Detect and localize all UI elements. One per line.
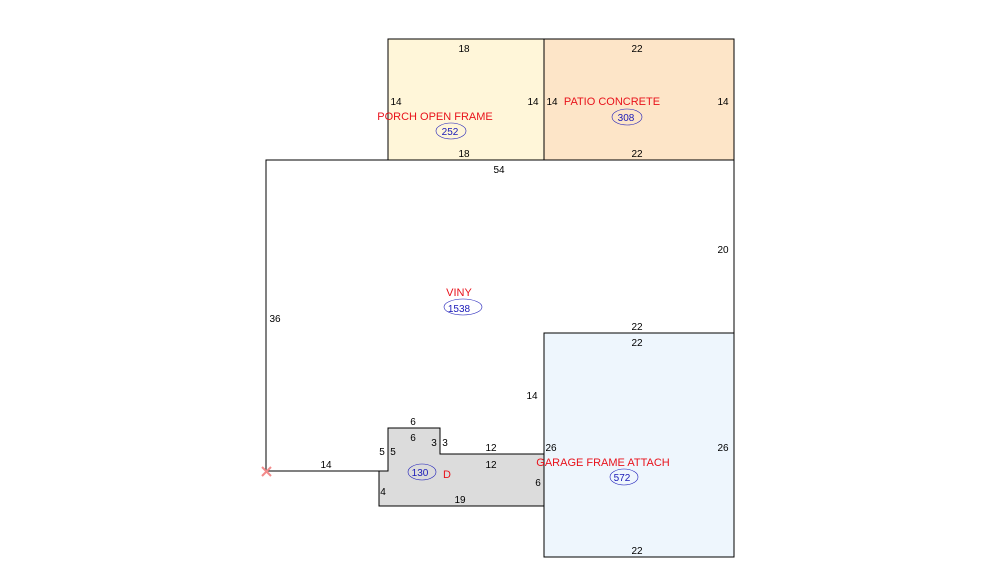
main-area-outline [265,159,388,472]
garage-bottom-dim: 22 [631,546,643,557]
d-top-inner-dim: 6 [410,433,416,444]
d-left-outer-dim: 5 [379,447,385,458]
d-upper-outer-dim: 12 [485,443,497,454]
main-left-dim: 36 [269,314,281,325]
d-left-inner-dim: 5 [390,447,396,458]
main-top-dim: 54 [493,165,505,176]
porch-right-dim: 14 [527,97,539,108]
d-left-lower-dim: 4 [380,487,386,498]
main-value: 1538 [448,304,471,315]
garage-left-upper-dim: 14 [526,391,538,402]
main-right-dim: 20 [717,245,729,256]
garage-area[interactable] [543,332,735,558]
garage-left-dim: 26 [545,443,557,454]
patio-value-oval [611,108,643,126]
garage-top-inner-dim: 22 [631,338,643,349]
start-point-marker [261,466,272,477]
garage-right-dim: 26 [717,443,729,454]
d-right-dim: 6 [535,478,541,489]
garage-top-outer-dim: 22 [631,322,643,333]
porch-value: 252 [442,127,459,138]
porch-top-dim: 18 [458,44,470,55]
patio-label[interactable]: PATIO CONCRETE [564,96,660,108]
patio-value: 308 [618,113,635,124]
porch-area[interactable] [387,38,545,161]
d-value: 130 [412,468,429,479]
garage-value-oval [609,468,639,486]
d-upper-inner-dim: 12 [485,460,497,471]
garage-value: 572 [614,473,631,484]
porch-bottom-dim: 18 [458,149,470,160]
patio-top-dim: 22 [631,44,643,55]
main-value-oval [443,298,483,316]
patio-right-dim: 14 [717,97,729,108]
garage-label[interactable]: GARAGE FRAME ATTACH [536,457,669,469]
patio-bottom-dim: 22 [631,149,643,160]
patio-area[interactable] [543,38,735,161]
d-step-left-dim: 3 [431,438,437,449]
porch-left-dim: 14 [390,97,402,108]
d-value-oval [407,463,437,481]
main-label[interactable]: VINY [446,287,472,299]
d-top-outer-dim: 6 [410,417,416,428]
d-bottom-dim: 19 [454,495,466,506]
main-bottom-dim: 14 [320,460,332,471]
porch-value-oval [435,122,467,140]
porch-label[interactable]: PORCH OPEN FRAME [377,111,493,123]
d-label[interactable]: D [443,469,451,481]
d-area[interactable] [378,427,545,507]
d-step-right-dim: 3 [442,438,448,449]
patio-left-dim: 14 [546,97,558,108]
